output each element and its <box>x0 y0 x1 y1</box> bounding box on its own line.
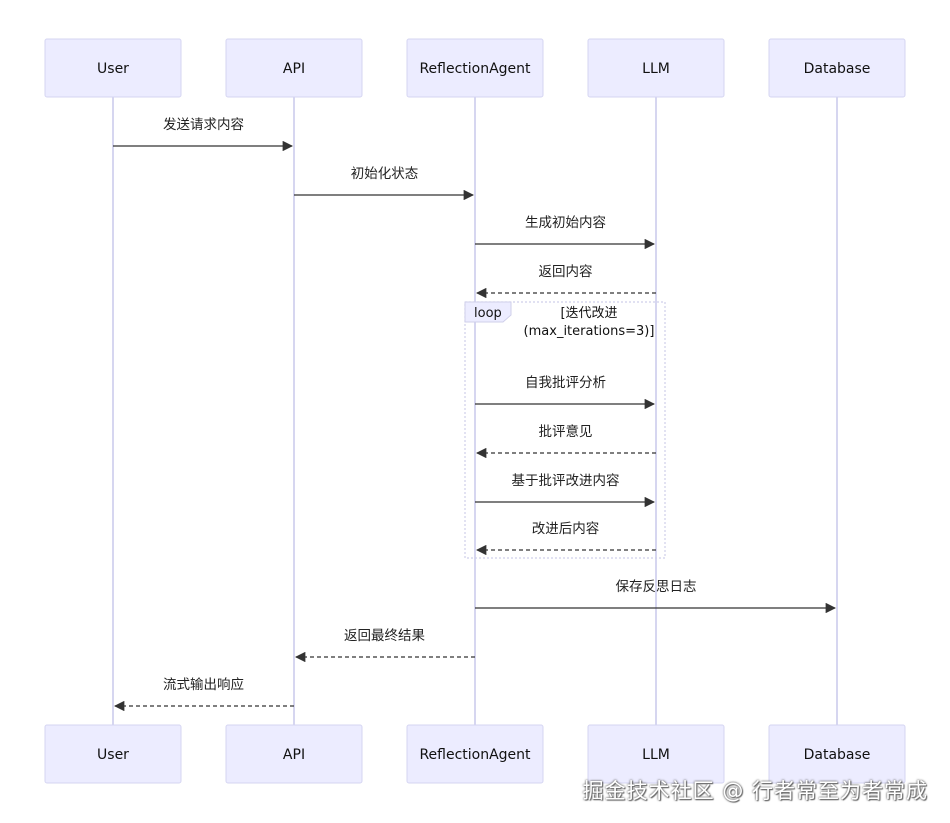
actor-label-user-bottom: User <box>97 747 129 763</box>
loop-frame <box>464 301 666 559</box>
loop-condition-line2: (max_iterations=3)] <box>524 324 655 339</box>
actor-label-agent-bottom: ReflectionAgent <box>419 747 531 763</box>
actor-label-user-top: User <box>97 61 129 77</box>
actor-label-llm-top: LLM <box>642 61 670 77</box>
actor-label-api-top: API <box>283 61 305 77</box>
actor-box-api-top <box>225 38 363 98</box>
actor-label-db-top: Database <box>804 61 871 77</box>
message-label-10: 返回最终结果 <box>344 628 425 644</box>
loop-tab <box>464 301 512 323</box>
watermark-text: 掘金技术社区 @ 行者常至为者常成 <box>582 779 928 803</box>
message-label-6: 批评意见 <box>539 423 593 440</box>
message-label-9: 保存反思日志 <box>616 579 697 595</box>
actor-box-db-top <box>768 38 906 98</box>
actor-label-llm-bottom: LLM <box>642 747 670 763</box>
loop-condition-line1: [迭代改进 <box>560 306 617 321</box>
actor-box-agent-bottom <box>406 724 544 784</box>
actor-box-user-bottom <box>44 724 182 784</box>
message-label-8: 改进后内容 <box>532 520 600 537</box>
message-label-3: 生成初始内容 <box>525 214 606 231</box>
actor-box-llm-top <box>587 38 725 98</box>
message-label-11: 流式输出响应 <box>163 676 244 693</box>
message-label-5: 自我批评分析 <box>525 375 606 391</box>
actor-label-api-bottom: API <box>283 747 305 763</box>
actor-label-agent-top: ReflectionAgent <box>419 61 531 77</box>
message-label-7: 基于批评改进内容 <box>512 472 620 489</box>
actor-box-api-bottom <box>225 724 363 784</box>
loop-label: loop <box>474 306 502 321</box>
message-label-1: 发送请求内容 <box>163 116 244 133</box>
actor-label-db-bottom: Database <box>804 747 871 763</box>
actor-box-db-bottom <box>768 724 906 784</box>
message-label-2: 初始化状态 <box>351 165 419 182</box>
message-label-4: 返回内容 <box>539 263 593 280</box>
actor-box-llm-bottom <box>587 724 725 784</box>
actor-box-user-top <box>44 38 182 98</box>
actor-box-agent-top <box>406 38 544 98</box>
